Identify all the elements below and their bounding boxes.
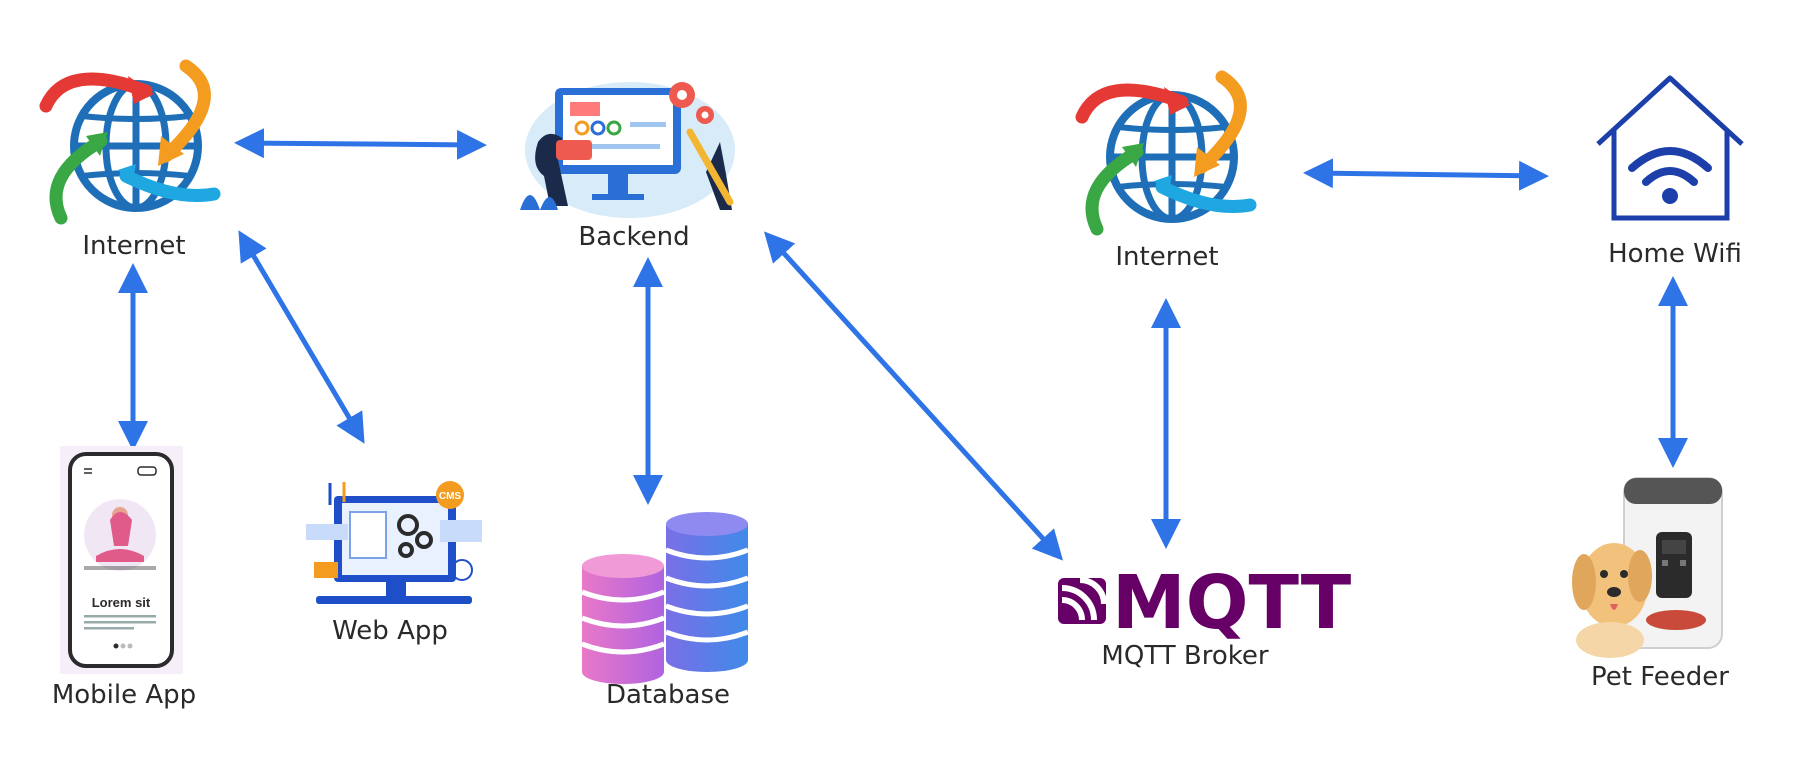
node-web-app: CMS Web App — [306, 481, 482, 646]
database-stack-icon — [581, 512, 749, 684]
node-database: Database — [581, 512, 749, 710]
arrow-internet-webapp — [238, 230, 365, 444]
mobile-screen-title: Lorem sit — [92, 595, 151, 610]
arrow-internet-homewifi — [1303, 158, 1549, 191]
globe-icon — [1082, 77, 1250, 229]
mqtt-wordmark: MQTT — [1112, 560, 1352, 646]
node-backend: Backend — [520, 82, 735, 252]
node-mqtt-broker: MQTT MQTT Broker — [1058, 560, 1352, 671]
node-label: Database — [606, 680, 730, 710]
node-label: Pet Feeder — [1591, 662, 1729, 692]
connections — [118, 128, 1688, 561]
house-wifi-icon — [1596, 75, 1744, 221]
node-label: Backend — [578, 222, 689, 252]
pet-feeder-photo — [1572, 477, 1723, 658]
node-home-wifi: Home Wifi — [1596, 75, 1744, 269]
node-label: Mobile App — [52, 680, 196, 710]
node-label: Web App — [332, 616, 448, 646]
node-label: Internet — [82, 231, 185, 261]
node-pet-feeder: Pet Feeder — [1572, 477, 1729, 692]
node-label: Home Wifi — [1608, 239, 1742, 269]
arrow-internet-backend — [234, 128, 487, 160]
globe-icon — [46, 66, 214, 218]
node-mobile-app: Lorem sit Mobile App — [52, 446, 196, 710]
developer-workstation-illustration — [520, 82, 735, 218]
cms-monitor-illustration: CMS — [306, 481, 482, 604]
smartphone-illustration: Lorem sit — [60, 446, 183, 674]
node-internet-left: Internet — [46, 66, 214, 261]
node-label: MQTT Broker — [1101, 641, 1268, 671]
mqtt-logo: MQTT — [1058, 560, 1352, 646]
cms-badge: CMS — [439, 491, 462, 502]
node-label: Internet — [1115, 242, 1218, 272]
arrow-backend-mqtt — [763, 231, 1064, 561]
node-internet-right: Internet — [1082, 77, 1250, 272]
